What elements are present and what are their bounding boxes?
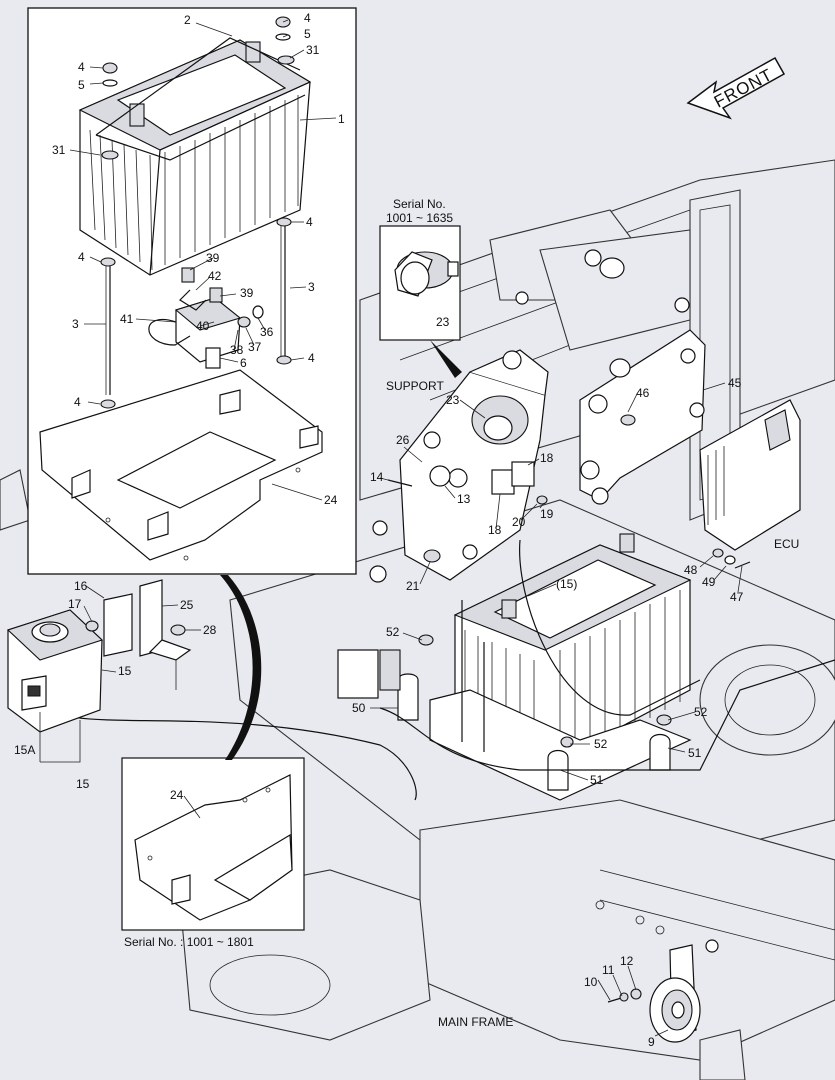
tray-inset [121, 757, 305, 931]
front-arrow: FRONT [686, 56, 786, 120]
battery [78, 39, 312, 276]
relay-18b [511, 461, 535, 487]
callout-39: 39 [206, 251, 220, 265]
battery-relay [148, 267, 264, 369]
callout-14: 14 [370, 470, 384, 484]
horn [607, 939, 719, 1043]
callout-45: 45 [728, 376, 742, 390]
callout-13: 13 [457, 492, 471, 506]
callout-19: 19 [540, 507, 554, 521]
callout-3: 3 [308, 280, 315, 294]
callout-31: 31 [306, 43, 320, 57]
callout-52: 52 [694, 705, 708, 719]
callout-6: 6 [240, 356, 247, 370]
connector-13 [429, 465, 451, 487]
callout-18: 18 [540, 451, 554, 465]
callout-2: 2 [184, 13, 191, 27]
callout-24: 24 [170, 788, 184, 802]
callout-24: 24 [324, 493, 338, 507]
callout-40: 40 [196, 319, 210, 333]
callout-4: 4 [304, 11, 311, 25]
callout-4: 4 [308, 351, 315, 365]
callout-15: 15 [118, 664, 132, 678]
support-label: SUPPORT [386, 379, 444, 393]
clamp-51b [649, 733, 671, 771]
callout-26: 26 [396, 433, 410, 447]
callout-3: 3 [72, 317, 79, 331]
callout-21: 21 [406, 579, 420, 593]
callout-4: 4 [306, 215, 313, 229]
callout-4: 4 [74, 395, 81, 409]
callout-5: 5 [78, 78, 85, 92]
washer-tank [6, 579, 192, 733]
key-switch [483, 415, 513, 441]
leader-arc [220, 575, 262, 760]
callout-52: 52 [594, 737, 608, 751]
callout-25: 25 [180, 598, 194, 612]
callout-5: 5 [304, 27, 311, 41]
callout-12: 12 [620, 954, 634, 968]
battery-assembly-inset [27, 7, 357, 575]
callout-17: 17 [68, 597, 82, 611]
main-battery [39, 533, 835, 801]
callout-4: 4 [78, 60, 85, 74]
callout-42: 42 [208, 269, 222, 283]
callout-15A: 15A [14, 743, 35, 757]
callout-50: 50 [352, 701, 366, 715]
callout-1: 1 [338, 112, 345, 126]
battery-terminal-post [129, 103, 145, 127]
callout-16: 16 [74, 579, 88, 593]
ecu-label: ECU [774, 537, 799, 551]
serial-note-1-range: 1001 ~ 1635 [386, 211, 453, 225]
callout-48: 48 [684, 563, 698, 577]
callout-15: 15 [76, 777, 90, 791]
clamp-50 [397, 673, 419, 721]
callout-20: 20 [512, 515, 526, 529]
callout-11: 11 [602, 963, 615, 977]
battery-hold-down [95, 37, 306, 161]
ecu-bracket [579, 257, 801, 569]
callout-10: 10 [584, 975, 598, 989]
callout-36: 36 [260, 325, 274, 339]
callout-39: 39 [240, 286, 254, 300]
callout-23: 23 [436, 315, 450, 329]
callout-47: 47 [730, 590, 744, 604]
serial-note-1: Serial No. [393, 197, 446, 211]
callout-9: 9 [648, 1035, 655, 1049]
callout-28: 28 [203, 623, 217, 637]
serial-note-2: Serial No. : 1001 ~ 1801 [124, 935, 254, 949]
callout-labels: 2 4 5 31 4 5 1 31 4 4 39 42 3 39 41 3 40… [14, 11, 799, 1049]
leader-lines [39, 19, 743, 1037]
relay-18 [491, 469, 515, 495]
callout-18: 18 [488, 523, 502, 537]
callout-23: 23 [446, 393, 460, 407]
callout-51: 51 [688, 746, 702, 760]
callout-46: 46 [636, 386, 650, 400]
callout-38: 38 [230, 343, 244, 357]
main-frame-label: MAIN FRAME [438, 1015, 513, 1029]
callout-41: 41 [120, 312, 134, 326]
key-switch-inset [379, 225, 462, 378]
callout-52: 52 [386, 625, 400, 639]
callout-49: 49 [702, 575, 716, 589]
battery-terminal-post [245, 41, 261, 63]
support-bracket [369, 349, 549, 583]
callout-31: 31 [52, 143, 66, 157]
callout-37: 37 [248, 340, 262, 354]
callout-15-ref: (15) [556, 577, 577, 591]
callout-51: 51 [590, 773, 604, 787]
callout-4: 4 [78, 250, 85, 264]
